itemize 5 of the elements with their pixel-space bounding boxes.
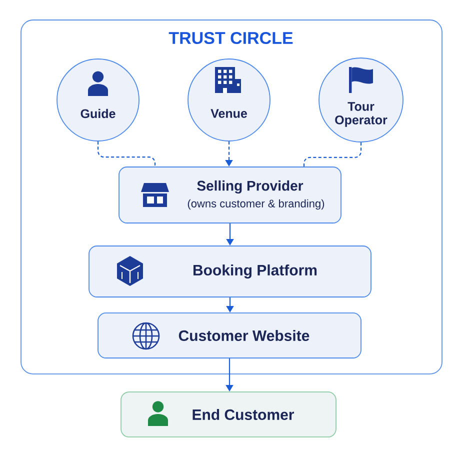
process-box: Booking Platform bbox=[88, 246, 372, 298]
process-box: Customer Website bbox=[98, 312, 362, 358]
process-box: End Customer bbox=[120, 392, 336, 438]
process-box: Selling Provider (owns customer & branding) bbox=[118, 166, 342, 224]
connector-line bbox=[97, 141, 156, 167]
